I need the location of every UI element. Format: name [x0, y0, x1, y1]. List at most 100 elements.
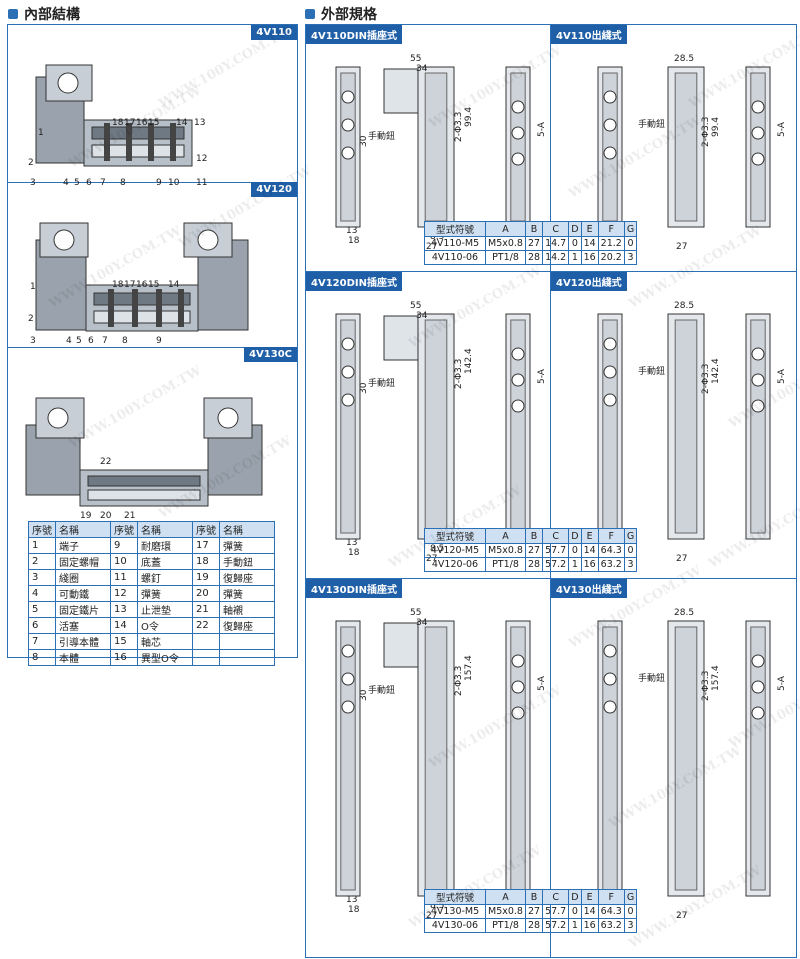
spec-cell: M5x0.8: [485, 904, 526, 919]
spec-cell: 28: [524, 250, 544, 265]
dim-5a: 5-A: [777, 368, 787, 384]
port-circle: [603, 146, 617, 160]
spec-cell: 4V110-06: [424, 250, 486, 265]
spec-cell: 63.2: [597, 557, 625, 572]
part-number: 14: [110, 617, 138, 634]
wire-end-view-inner: [750, 319, 766, 534]
wire-side-view-inner: [674, 319, 698, 534]
port-circle: [511, 152, 525, 166]
svg-text:17: 17: [124, 118, 135, 128]
din-connector-box: [383, 315, 419, 361]
part-number: 5: [28, 601, 56, 618]
port-circle: [511, 100, 525, 114]
dim-30: 30: [359, 689, 369, 701]
dim-total-height: 157.4: [711, 665, 721, 691]
dim-total-height: 157.4: [464, 655, 474, 681]
port-circle: [511, 654, 525, 668]
spec-header-cell: B: [524, 889, 544, 905]
port-circle: [511, 347, 525, 361]
spec-cell: 14: [580, 904, 599, 919]
manual-button-label: 手動鈕: [638, 672, 665, 684]
spec-header-cell: C: [542, 221, 570, 237]
port-circle: [751, 100, 765, 114]
port-circle: [751, 152, 765, 166]
part-number: [192, 633, 220, 650]
external-spec-title: 外部規格: [321, 7, 377, 23]
svg-text:6: 6: [88, 336, 94, 346]
dim-total-height: 99.4: [464, 107, 474, 127]
spec-cell: PT1/8: [485, 250, 526, 265]
svg-text:2: 2: [28, 314, 34, 324]
part-number: 11: [110, 569, 138, 586]
spec-cell: 16: [580, 250, 599, 265]
spec-cell: 0: [568, 543, 582, 558]
svg-text:15: 15: [148, 118, 159, 128]
spec-cell: 1: [568, 250, 582, 265]
dim-27: 27: [676, 911, 687, 921]
svg-text:14: 14: [176, 118, 188, 128]
port-circle: [341, 393, 355, 407]
part-name: 固定鐵片: [55, 601, 111, 618]
spec-cell: 57.2: [542, 557, 570, 572]
svg-text:5: 5: [74, 178, 80, 188]
part-name: 軸芯: [137, 633, 193, 650]
svg-text:18: 18: [112, 118, 124, 128]
din-connector-box: [383, 622, 419, 668]
spec-cell: 64.3: [597, 543, 625, 558]
dim-total-height: 142.4: [464, 348, 474, 374]
svg-text:17: 17: [124, 280, 135, 290]
part-number: 16: [110, 649, 138, 666]
section-bullet-icon: [8, 9, 18, 19]
spec-cell: 28: [524, 918, 544, 933]
part-number: 1: [28, 537, 56, 554]
spec-cell: 14: [580, 543, 599, 558]
part-number: 19: [192, 569, 220, 586]
spec-cell: 64.3: [597, 904, 625, 919]
spec-cell: 28: [524, 557, 544, 572]
part-number: 3: [28, 569, 56, 586]
part-name: 底蓋: [137, 553, 193, 570]
port-circle: [511, 399, 525, 413]
dim-34: 34: [416, 618, 428, 628]
dim-30: 30: [359, 382, 369, 394]
spec-cell: M5x0.8: [485, 543, 526, 558]
part-name: 耐磨環: [137, 537, 193, 554]
spec-cell: 4V130-M5: [424, 904, 486, 919]
spec-header-cell: G: [623, 221, 638, 237]
dim-5a: 5-A: [537, 368, 547, 384]
dim-13: 13: [346, 538, 357, 548]
spec-header-cell: C: [542, 528, 570, 544]
header-name: 名稱: [55, 521, 111, 538]
part-number: 7: [28, 633, 56, 650]
dim-30: 30: [359, 135, 369, 147]
svg-text:3: 3: [30, 178, 36, 188]
dim-hole: 2-Φ3.3: [454, 112, 464, 142]
port-circle: [751, 706, 765, 720]
manual-button-label: 手動鈕: [638, 118, 665, 130]
internal-structure-title: 內部結構: [24, 7, 80, 23]
spec-cell: 0: [568, 904, 582, 919]
section-bullet-icon: [305, 9, 315, 19]
part-number: 22: [192, 617, 220, 634]
parts-table-header: 序號 名稱 序號 名稱 序號 名稱: [28, 521, 275, 538]
part-number: 18: [192, 553, 220, 570]
model-tag-4v110: 4V110: [251, 25, 297, 40]
spec-header-cell: D: [568, 528, 582, 544]
port-circle: [341, 644, 355, 658]
part-name: O令: [137, 617, 193, 634]
spec-cell: 27: [524, 543, 544, 558]
spec-cell: 27: [524, 236, 544, 251]
svg-text:21: 21: [124, 511, 135, 521]
spec-cell: 14.7: [542, 236, 570, 251]
block-title-4v110-din: 4V110DIN插座式: [306, 25, 402, 44]
spec-header-cell: F: [597, 889, 625, 905]
